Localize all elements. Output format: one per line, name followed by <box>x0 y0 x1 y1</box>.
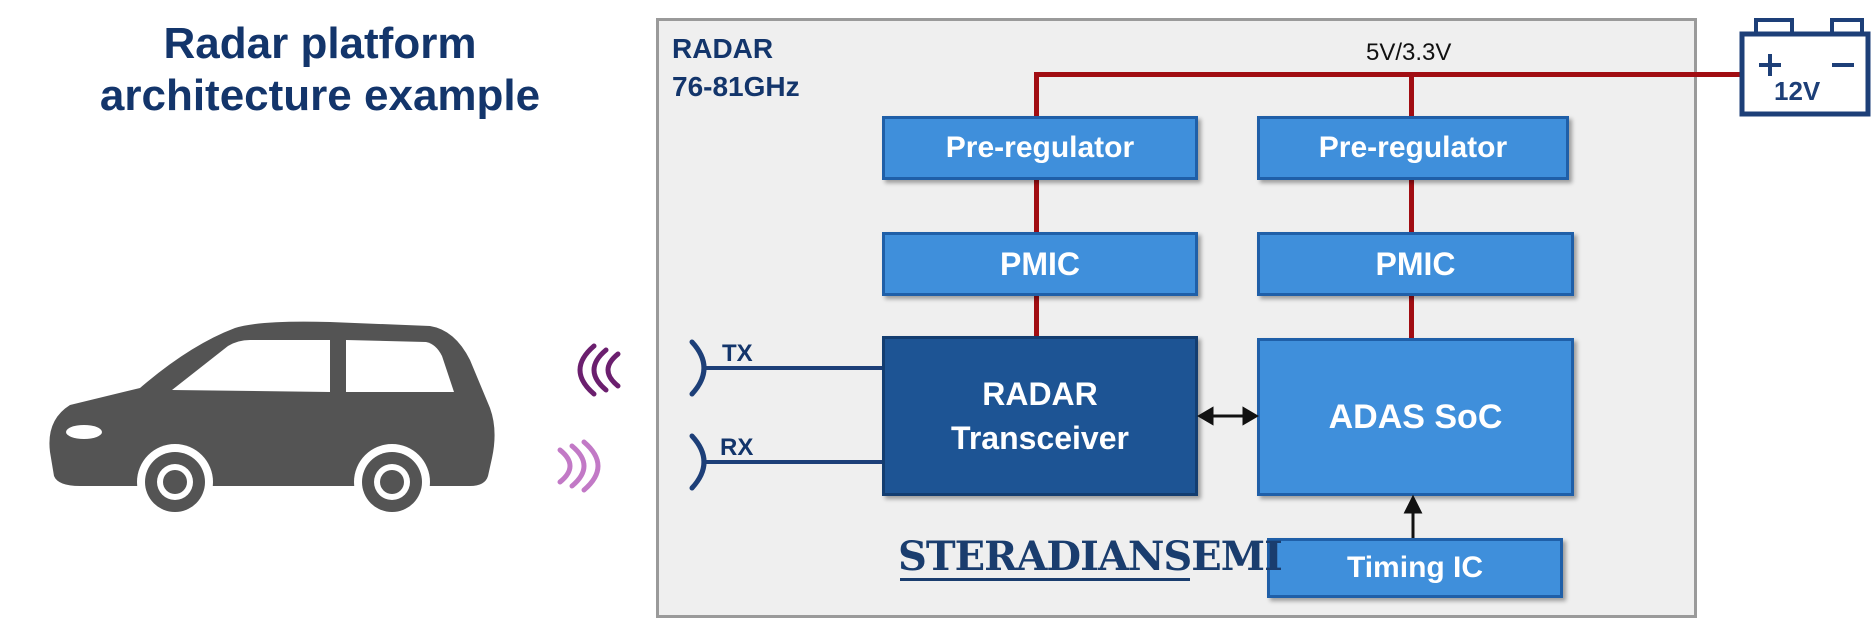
radar-transceiver-block: RADAR Transceiver <box>882 336 1198 496</box>
pmic-left-label: PMIC <box>1000 245 1080 282</box>
car-icon <box>49 321 495 520</box>
power-bus-wire <box>1034 72 1740 77</box>
rx-port-label: RX <box>720 434 754 461</box>
title-line-1: Radar platform <box>163 19 477 68</box>
logo-underline <box>900 578 1190 581</box>
radar-label-line-2: 76-81GHz <box>672 71 800 102</box>
adas-soc-label: ADAS SoC <box>1328 397 1503 436</box>
pmic-right-label: PMIC <box>1375 245 1456 282</box>
power-wire-right-top <box>1409 72 1414 118</box>
timing-ic-block: Timing IC <box>1267 538 1563 598</box>
voltage-label: 5V/3.3V <box>1366 39 1452 66</box>
timing-ic-label: Timing IC <box>1346 551 1484 584</box>
adas-soc-block: ADAS SoC <box>1257 338 1574 496</box>
radar-label-line-1: RADAR <box>672 33 774 64</box>
power-wire-right-bottom <box>1409 296 1414 338</box>
power-wire-left-bottom <box>1034 296 1039 338</box>
preregulator-right-label: Pre-regulator <box>1318 131 1508 164</box>
title-line-2: architecture example <box>99 71 541 120</box>
battery-icon <box>1739 18 1871 117</box>
power-wire-left-mid <box>1034 178 1039 234</box>
wave-in-icon <box>557 439 601 493</box>
timing-arrow <box>1403 494 1423 538</box>
pmic-right-block: PMIC <box>1257 232 1574 296</box>
radar-transceiver-label-line-1: RADAR <box>982 376 1098 412</box>
radar-module-label: RADAR 76-81GHz <box>672 30 800 106</box>
bidirectional-arrow <box>1197 406 1259 426</box>
wave-out-icon <box>577 343 621 397</box>
power-wire-left-top <box>1034 72 1039 118</box>
radar-transceiver-label-line-2: Transceiver <box>951 420 1129 456</box>
preregulator-left-label: Pre-regulator <box>945 131 1135 164</box>
diagram-title: Radar platform architecture example <box>40 18 600 122</box>
tx-port-label: TX <box>722 340 753 367</box>
power-wire-right-mid <box>1409 178 1414 234</box>
battery-voltage-label: 12V <box>1774 76 1821 106</box>
pmic-left-block: PMIC <box>882 232 1198 296</box>
preregulator-left-block: Pre-regulator <box>882 116 1198 180</box>
antenna-rx-icon <box>689 433 707 491</box>
signal-wires <box>704 366 882 464</box>
preregulator-right-block: Pre-regulator <box>1257 116 1569 180</box>
steradiansemi-logo: STERADIANSEMI <box>898 533 1283 580</box>
antenna-tx-icon <box>689 339 707 397</box>
